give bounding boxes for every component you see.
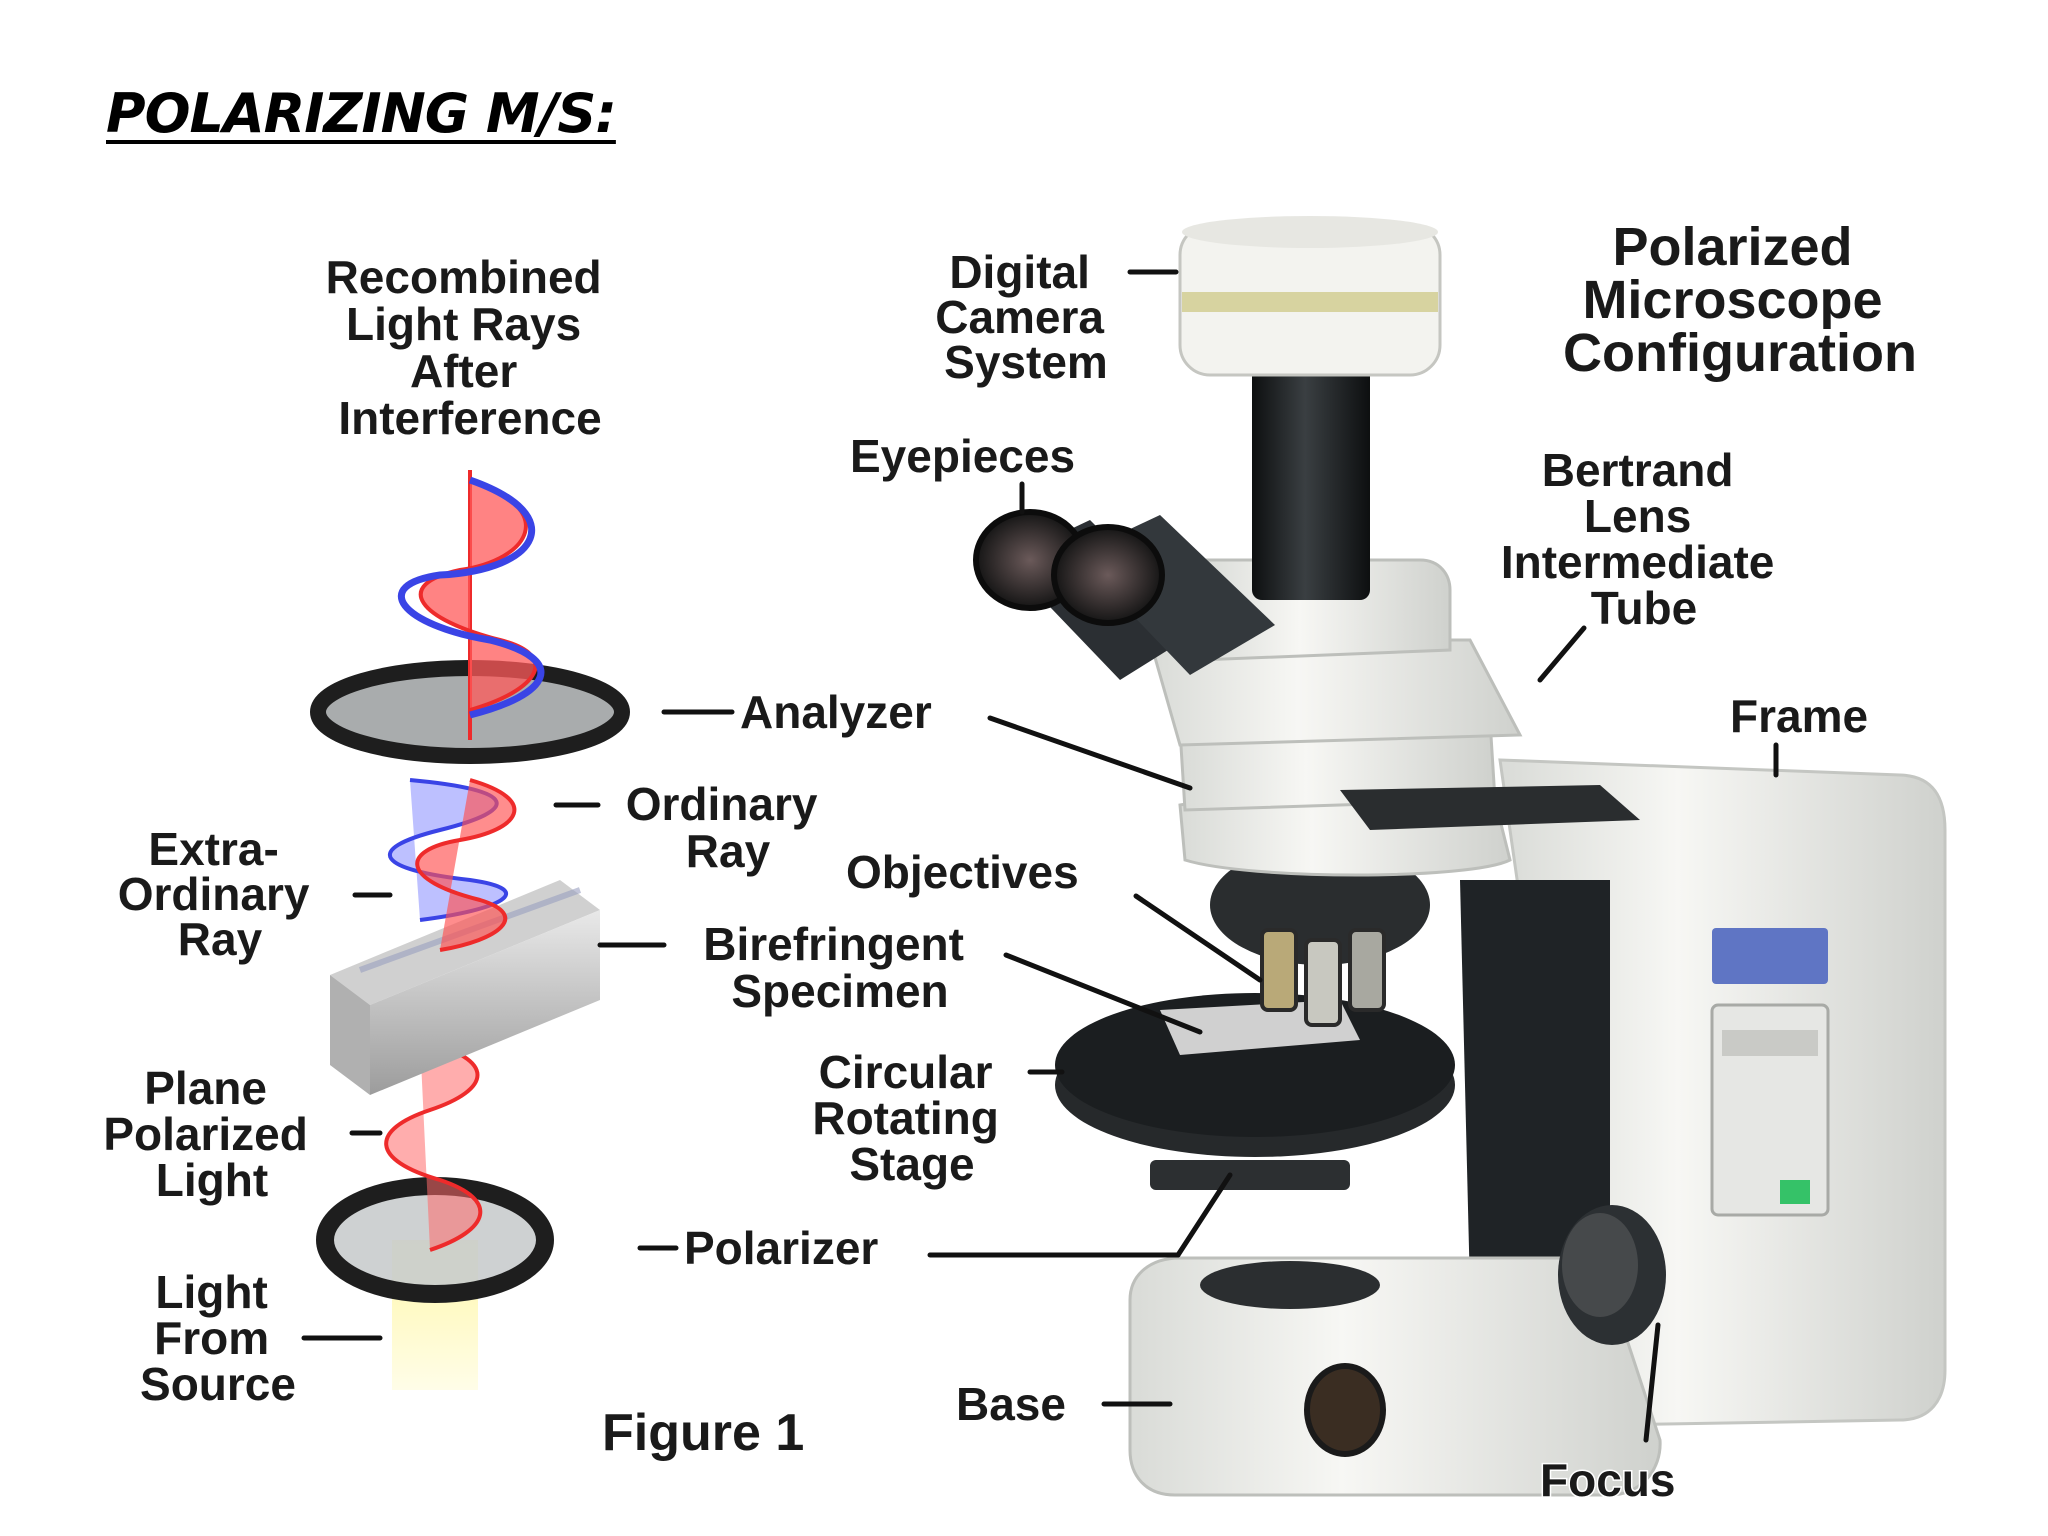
label-frame: Frame — [1730, 690, 1868, 742]
label-light-from-source: Light From Source — [140, 1266, 296, 1410]
label-focus: Focus — [1540, 1454, 1675, 1506]
focus-knob — [1558, 1205, 1666, 1345]
label-bertrand-lens-tube: Bertrand Lens Intermediate Tube — [1501, 444, 1787, 634]
light-path-diagram — [310, 470, 630, 1390]
recombined-blue-wave — [397, 476, 545, 719]
label-eyepieces: Eyepieces — [850, 430, 1075, 482]
rotating-stage — [1055, 993, 1455, 1190]
recombined-red-wave — [418, 478, 538, 712]
brand-plate — [1712, 928, 1828, 984]
ordinary-ray-wave — [415, 778, 517, 952]
microscope-illustration — [973, 216, 1947, 1497]
control-panel — [1710, 1003, 1830, 1217]
eyepieces — [973, 509, 1275, 680]
leader-lines — [301, 269, 1779, 1443]
digital-camera — [1178, 216, 1442, 377]
label-base: Base — [956, 1378, 1066, 1430]
camera-tube — [1252, 360, 1370, 600]
label-birefringent-specimen: Birefringent Specimen — [703, 918, 976, 1017]
label-plane-polarized-light: Plane Polarized Light — [103, 1062, 320, 1206]
microscope-base — [1128, 1256, 1662, 1497]
label-extraordinary-ray: Extra- Ordinary Ray — [118, 823, 323, 965]
illuminator-port — [1304, 1363, 1386, 1457]
label-ordinary-ray: Ordinary Ray — [626, 778, 831, 877]
slide-title: POLARIZING M/S: — [106, 82, 617, 145]
label-objectives: Objectives — [846, 846, 1079, 898]
figure-caption: Figure 1 — [602, 1404, 804, 1462]
label-digital-camera-system: Digital Camera System — [935, 246, 1117, 388]
plane-polarized-wave — [384, 1038, 483, 1252]
label-circular-rotating-stage: Circular Rotating Stage — [812, 1046, 1011, 1190]
label-polarizer: Polarizer — [684, 1222, 878, 1274]
figure-heading: Polarized Microscope Configuration — [1563, 217, 1917, 383]
label-analyzer: Analyzer — [740, 686, 932, 738]
label-recombined-light-rays: Recombined Light Rays After Interference — [326, 251, 615, 444]
